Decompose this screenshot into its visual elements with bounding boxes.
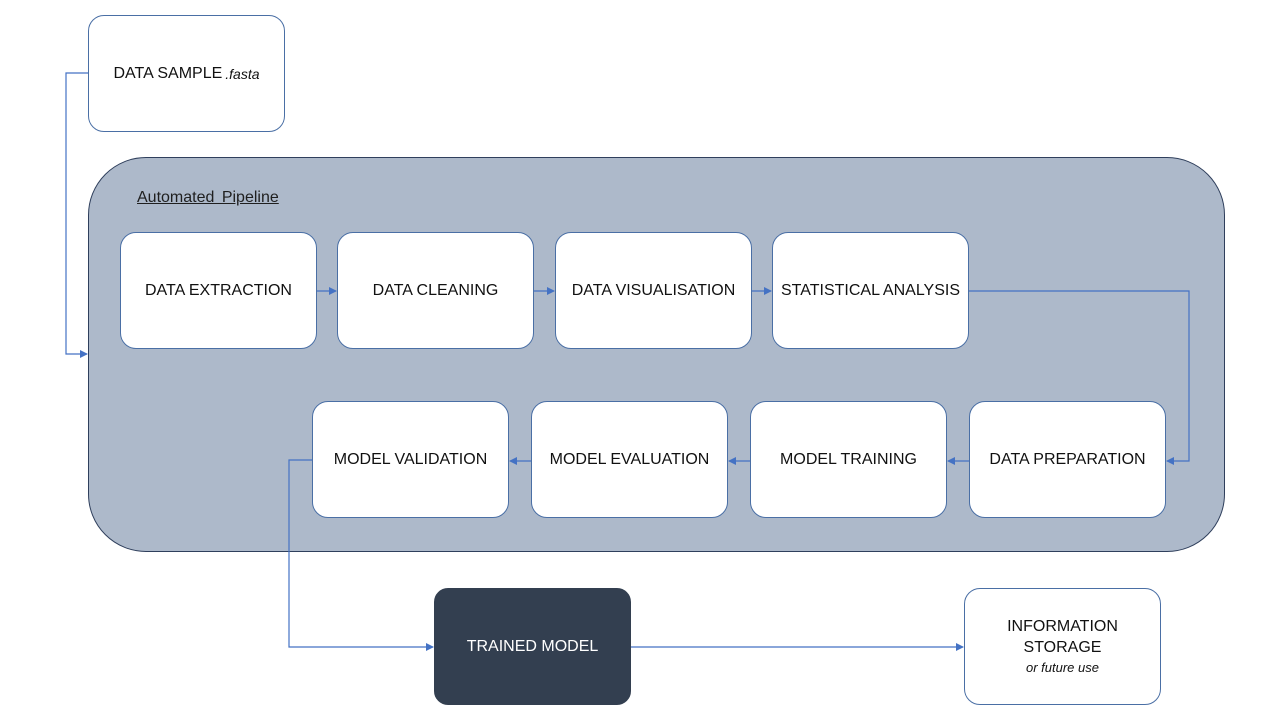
data-extraction-box: DATA EXTRACTION — [120, 232, 317, 349]
trained-model-box: TRAINED MODEL — [434, 588, 631, 705]
information-storage-line2: STORAGE — [1023, 639, 1102, 656]
model-training-box: MODEL TRAINING — [750, 401, 947, 518]
data-sample-format: .fasta — [225, 65, 260, 82]
data-sample-label: DATA SAMPLE — [113, 64, 223, 82]
information-storage-note: or future use — [1026, 660, 1099, 675]
information-storage-line1: INFORMATION — [1007, 618, 1118, 635]
data-sample-box: DATA SAMPLE .fasta — [88, 15, 285, 132]
statistical-analysis-box: STATISTICAL ANALYSIS — [772, 232, 969, 349]
pipeline-title: Automated Pipeline — [137, 189, 279, 206]
data-visualisation-box: DATA VISUALISATION — [555, 232, 752, 349]
arrow-sample-to-pipeline — [65, 72, 88, 358]
information-storage-box: INFORMATION STORAGE or future use — [964, 588, 1161, 705]
data-preparation-box: DATA PREPARATION — [969, 401, 1166, 518]
data-cleaning-box: DATA CLEANING — [337, 232, 534, 349]
model-evaluation-box: MODEL EVALUATION — [531, 401, 728, 518]
model-validation-box: MODEL VALIDATION — [312, 401, 509, 518]
